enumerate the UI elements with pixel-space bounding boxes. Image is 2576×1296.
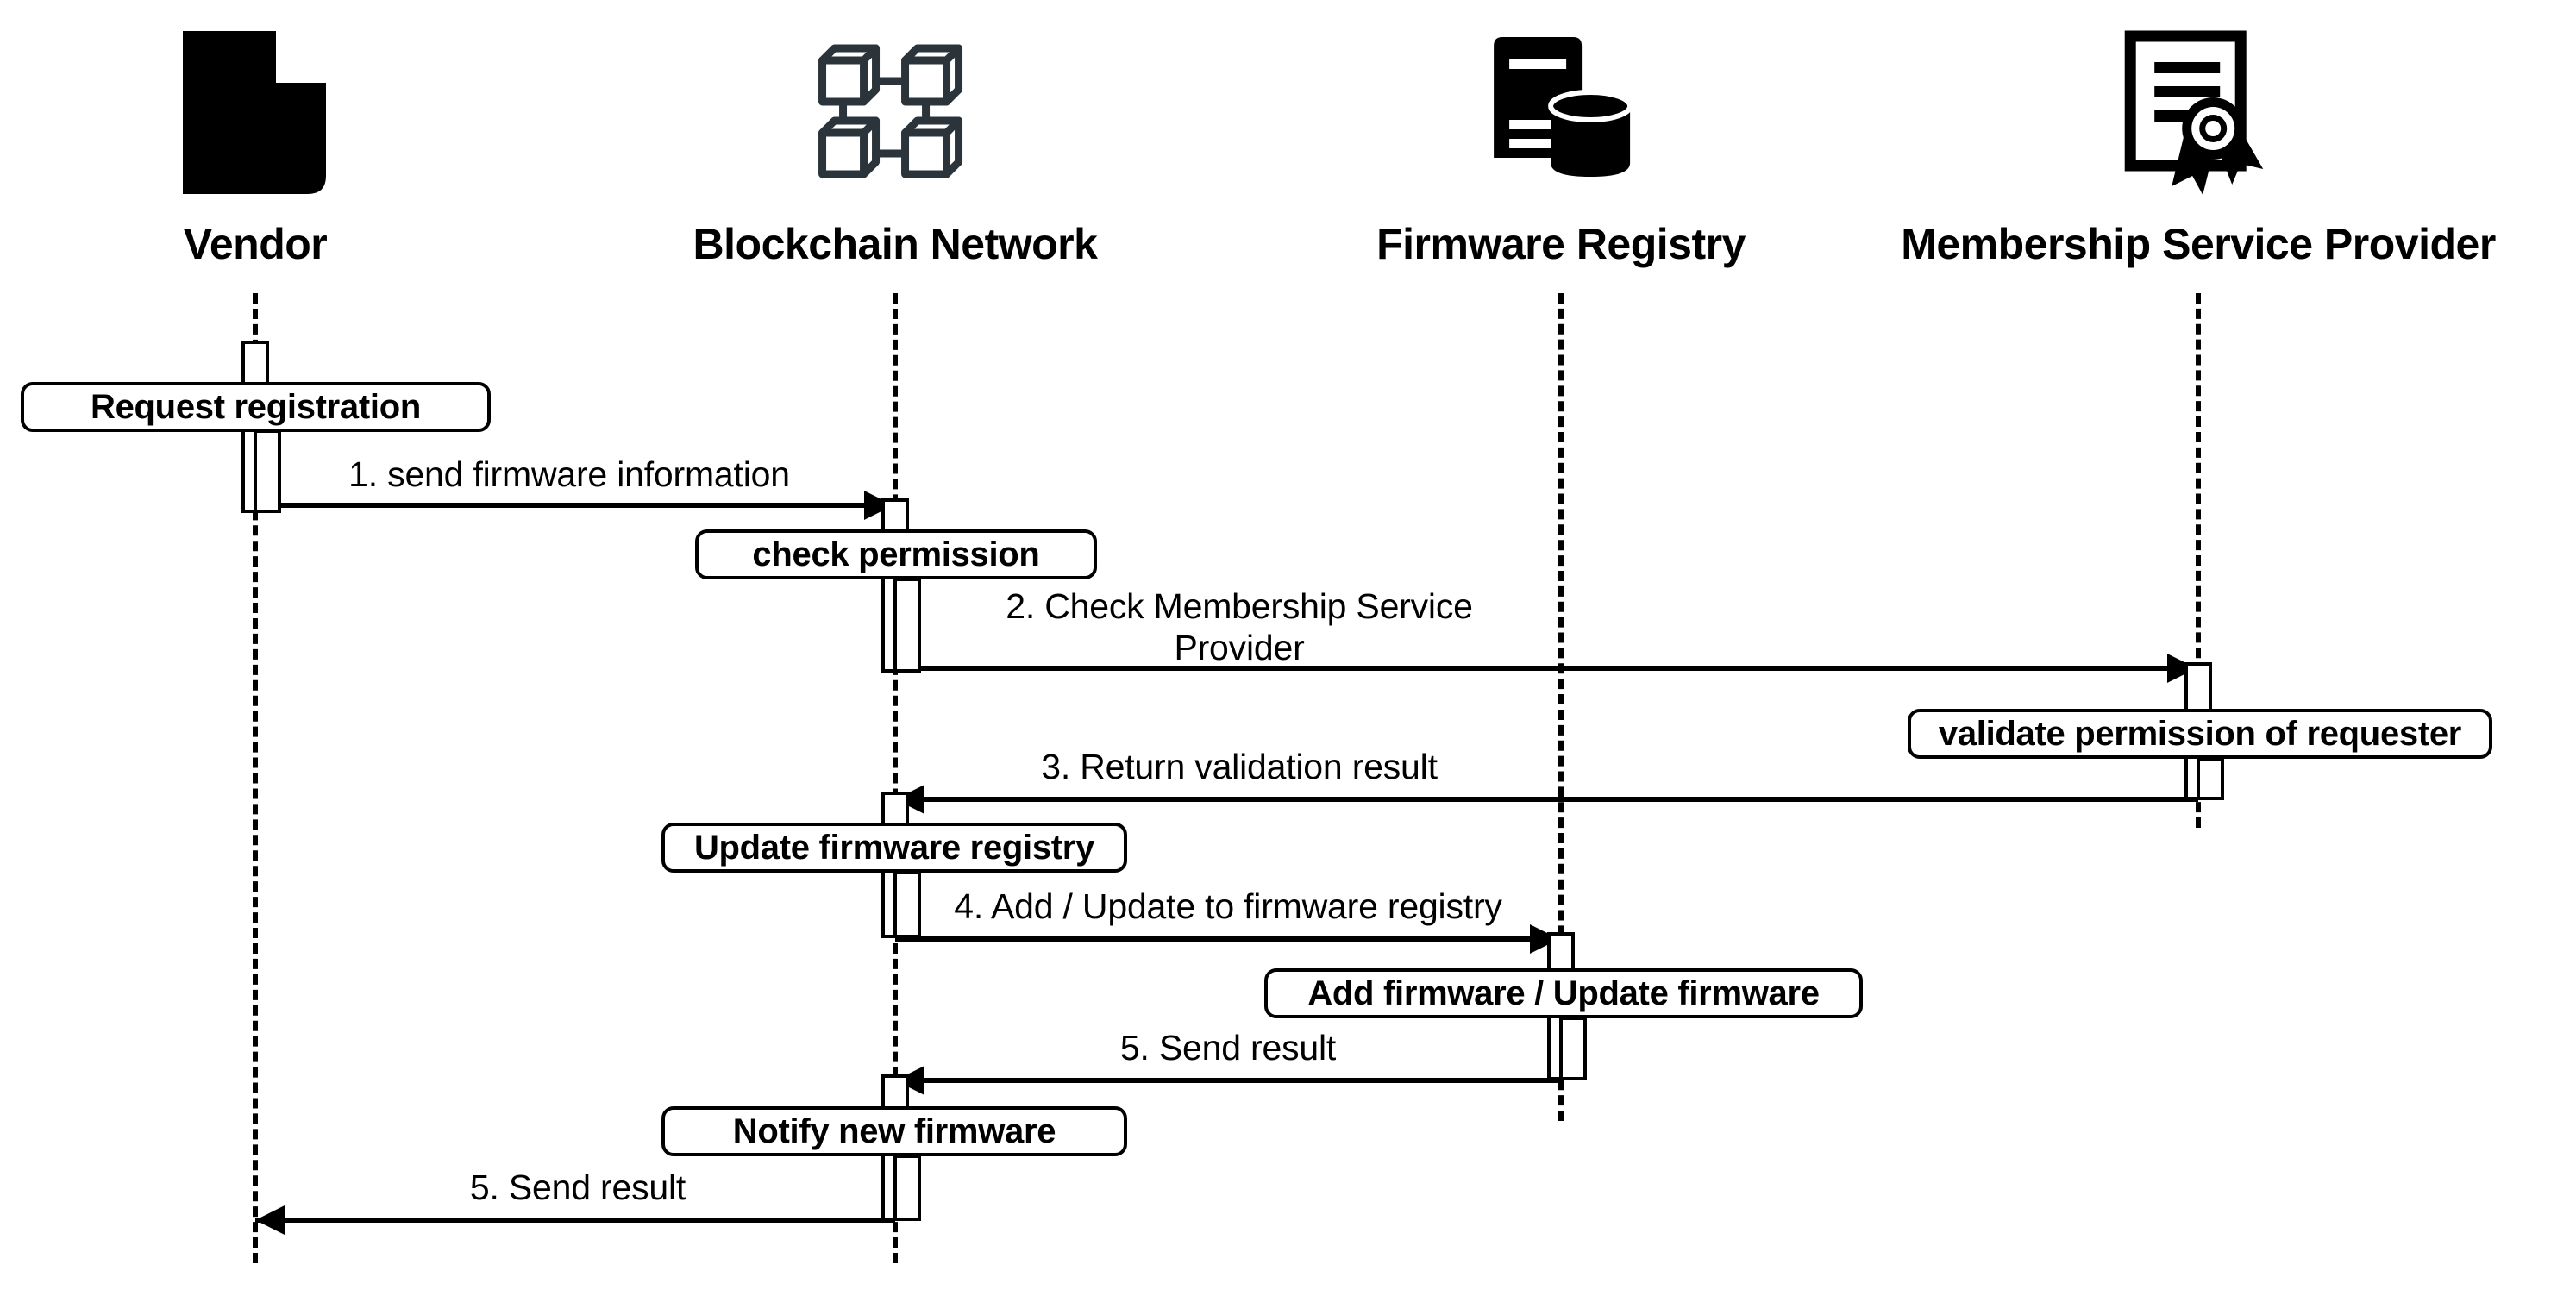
activation-bar-chain bbox=[893, 578, 921, 673]
message-line-msg-3 bbox=[895, 797, 2198, 802]
participant-registry[interactable]: Firmware Registry bbox=[1376, 9, 1746, 266]
message-label-msg-3: 3. Return validation result bbox=[1041, 747, 1438, 786]
message-label-msg-6: 5. Send result bbox=[469, 1168, 686, 1207]
note-update-registry[interactable]: Update firmware registry bbox=[661, 823, 1127, 873]
participant-vendor[interactable]: Vendor bbox=[165, 9, 346, 266]
message-line-msg-1 bbox=[255, 503, 895, 508]
activation-bar-chain bbox=[893, 871, 921, 938]
lifeline-registry bbox=[1558, 293, 1564, 1121]
note-request-registration[interactable]: Request registration bbox=[21, 382, 491, 432]
note-check-permission[interactable]: check permission bbox=[695, 529, 1097, 579]
message-line-msg-4 bbox=[895, 936, 1561, 942]
message-label-msg-5: 5. Send result bbox=[1119, 1028, 1337, 1067]
database-server-icon bbox=[1470, 9, 1652, 216]
certificate-seal-icon bbox=[2108, 9, 2289, 216]
note-validate-permission[interactable]: validate permission of requester bbox=[1908, 709, 2492, 759]
activation-bar-registry bbox=[1559, 1017, 1587, 1080]
message-label-msg-2: 2. Check Membership Service Provider bbox=[1006, 586, 1473, 667]
activation-bar-vendor bbox=[254, 429, 281, 513]
activation-bar-chain bbox=[893, 1155, 921, 1221]
message-line-msg-2 bbox=[895, 666, 2198, 671]
participant-label: Vendor bbox=[183, 220, 328, 268]
participant-msp[interactable]: Membership Service Provider bbox=[1901, 9, 2496, 266]
office-building-icon bbox=[165, 9, 346, 216]
arrowhead-msg-6 bbox=[255, 1205, 285, 1235]
participant-label: Blockchain Network bbox=[693, 220, 1098, 268]
note-notify-new-firmware[interactable]: Notify new firmware bbox=[661, 1106, 1127, 1156]
message-line-msg-6 bbox=[255, 1218, 895, 1223]
message-line-msg-5 bbox=[895, 1078, 1561, 1083]
participant-chain[interactable]: Blockchain Network bbox=[693, 9, 1098, 266]
blockchain-cubes-icon bbox=[805, 9, 986, 216]
participant-label: Membership Service Provider bbox=[1901, 220, 2496, 268]
lifeline-msp bbox=[2196, 293, 2201, 828]
lifeline-vendor bbox=[253, 293, 258, 1263]
activation-bar-msp bbox=[2197, 757, 2224, 800]
message-label-msg-4: 4. Add / Update to firmware registry bbox=[954, 886, 1502, 926]
note-add-update-firmware[interactable]: Add firmware / Update firmware bbox=[1264, 968, 1863, 1018]
message-label-msg-1: 1. send firmware information bbox=[348, 454, 790, 494]
lifeline-chain bbox=[893, 293, 898, 1263]
participant-label: Firmware Registry bbox=[1376, 220, 1746, 268]
